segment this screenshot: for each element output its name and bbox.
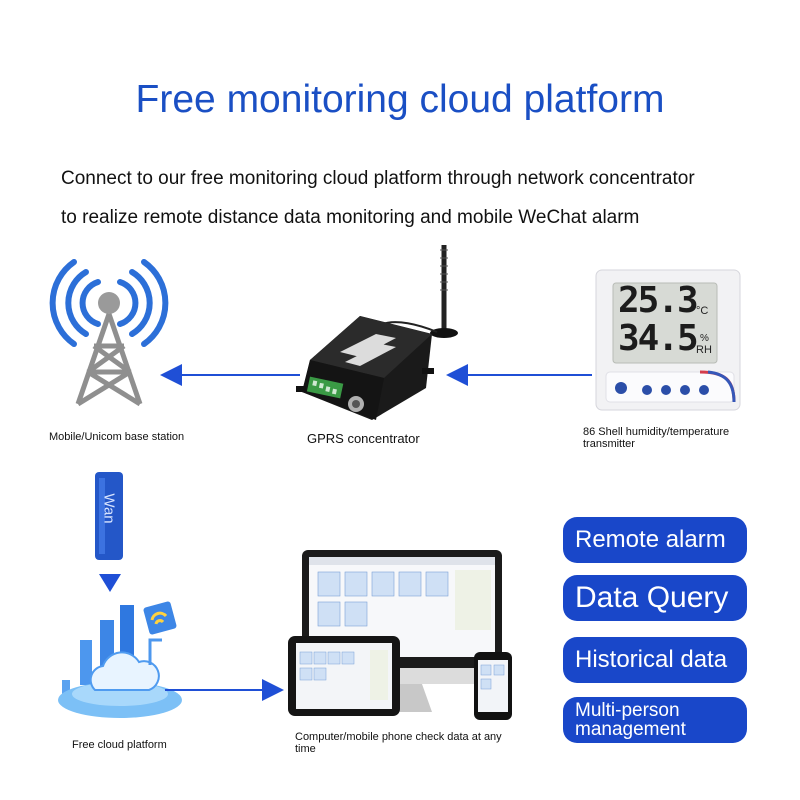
base-station-icon [49, 259, 169, 407]
wan-label: Wan [100, 493, 118, 524]
temperature-unit: °C [696, 305, 709, 317]
humidity-reading: 34.5 [618, 318, 699, 359]
feature-historical-data: Historical data [563, 637, 747, 683]
feature-remote-alarm: Remote alarm [563, 517, 747, 563]
feature-historical-data-label: Historical data [575, 646, 728, 673]
humidity-unit-rh: RH [696, 344, 712, 356]
devices-label-line-1: Computer/mobile phone check data at any [295, 731, 502, 743]
devices-icon [288, 550, 512, 720]
transmitter-label-line-1: 86 Shell humidity/temperature [583, 426, 730, 438]
subtitle-line-2: to realize remote distance data monitori… [61, 207, 640, 228]
wan-cable-icon [95, 472, 123, 592]
concentrator-label: GPRS concentrator [307, 431, 420, 446]
subtitle-line-1: Connect to our free monitoring cloud pla… [61, 168, 695, 189]
connector-concentrator-to-tower [160, 364, 300, 386]
connector-cloud-to-devices [165, 679, 284, 701]
feature-data-query: Data Query [563, 575, 747, 621]
page-title: Free monitoring cloud platform [135, 78, 665, 121]
feature-data-query-label: Data Query [575, 581, 729, 614]
devices-label-line-2: time [295, 743, 316, 755]
feature-multi-person-management-label: Multi-person management [575, 700, 686, 740]
gprs-concentrator-icon [296, 245, 458, 420]
temperature-reading: 25.3 [618, 280, 699, 321]
connector-transmitter-to-concentrator [446, 364, 592, 386]
transmitter-label-line-2: transmitter [583, 438, 635, 450]
cloud-platform-label: Free cloud platform [72, 739, 167, 751]
base-station-label: Mobile/Unicom base station [49, 431, 185, 443]
cloud-platform-icon [58, 601, 182, 718]
humidity-unit-percent: % [700, 333, 709, 344]
feature-remote-alarm-label: Remote alarm [575, 526, 726, 553]
transmitter-device-icon [595, 269, 741, 411]
feature-multi-person-management: Multi-person management [563, 697, 747, 743]
